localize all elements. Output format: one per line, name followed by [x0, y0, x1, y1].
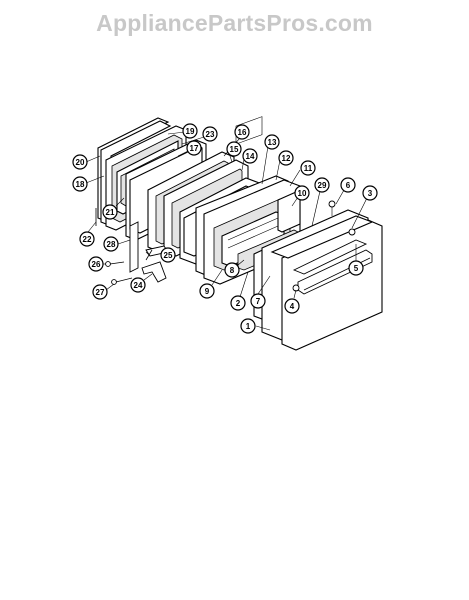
svg-text:5: 5	[354, 264, 359, 273]
svg-text:24: 24	[134, 281, 143, 290]
callout-8: 8	[224, 262, 240, 278]
svg-text:4: 4	[290, 302, 295, 311]
callout-20: 20	[72, 154, 88, 170]
svg-text:29: 29	[318, 181, 327, 190]
svg-text:21: 21	[106, 208, 115, 217]
callout-10: 10	[294, 185, 310, 201]
callout-24: 24	[130, 277, 146, 293]
svg-text:16: 16	[238, 128, 247, 137]
callout-3: 3	[362, 185, 378, 201]
callout-17: 17	[186, 140, 202, 156]
svg-text:7: 7	[256, 297, 261, 306]
svg-text:26: 26	[92, 260, 101, 269]
watermark: AppliancePartsPros.com	[96, 10, 373, 36]
callout-11: 11	[300, 160, 316, 176]
svg-text:6: 6	[346, 181, 351, 190]
svg-text:1: 1	[246, 322, 251, 331]
svg-text:25: 25	[164, 251, 173, 260]
svg-text:14: 14	[246, 152, 255, 161]
svg-text:18: 18	[76, 180, 85, 189]
callout-18: 18	[72, 176, 88, 192]
callout-6: 6	[340, 177, 356, 193]
callout-12: 12	[278, 150, 294, 166]
callout-25: 25	[160, 247, 176, 263]
leader-lines	[85, 131, 368, 331]
rear-door-panels	[97, 117, 207, 241]
callout-23: 23	[202, 126, 218, 142]
svg-text:9: 9	[205, 287, 210, 296]
callout-1: 1	[240, 318, 256, 334]
callout-14: 14	[242, 148, 258, 164]
callout-5: 5	[348, 260, 364, 276]
svg-text:23: 23	[206, 130, 215, 139]
callout-21: 21	[102, 204, 118, 220]
svg-text:28: 28	[107, 240, 116, 249]
svg-text:3: 3	[368, 189, 373, 198]
svg-text:22: 22	[83, 235, 92, 244]
svg-text:8: 8	[230, 266, 235, 275]
callout-7: 7	[250, 293, 266, 309]
svg-text:2: 2	[236, 299, 241, 308]
callout-9: 9	[199, 283, 215, 299]
svg-text:13: 13	[268, 138, 277, 147]
callout-4: 4	[284, 298, 300, 314]
callout-27: 27	[92, 284, 108, 300]
callout-16: 16	[234, 124, 250, 140]
svg-text:20: 20	[76, 158, 85, 167]
svg-text:10: 10	[298, 189, 307, 198]
svg-text:17: 17	[190, 144, 199, 153]
svg-text:11: 11	[304, 164, 313, 173]
callout-22: 22	[79, 231, 95, 247]
callout-2: 2	[230, 295, 246, 311]
svg-text:12: 12	[282, 154, 291, 163]
svg-text:19: 19	[186, 127, 195, 136]
callout-15: 15	[226, 141, 242, 157]
svg-text:27: 27	[96, 288, 105, 297]
callout-26: 26	[88, 256, 104, 272]
callout-19: 19	[182, 123, 198, 139]
callout-28: 28	[103, 236, 119, 252]
callout-13: 13	[264, 134, 280, 150]
svg-text:15: 15	[230, 145, 239, 154]
callout-29: 29	[314, 177, 330, 193]
